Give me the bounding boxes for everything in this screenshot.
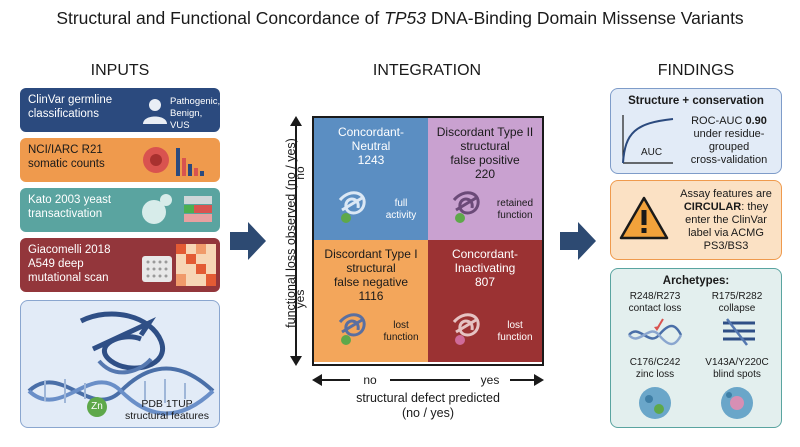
x-axis-label: structural defect predicted(no / yes): [356, 391, 500, 420]
arrow-inputs-to-integration: [230, 222, 266, 260]
tumor-cell-and-bars-icon: [143, 147, 204, 176]
y-axis-no: no: [293, 166, 307, 180]
x-axis-yes: yes: [470, 373, 510, 387]
collapsed-protein-icon: [723, 318, 755, 346]
person-icon: [143, 99, 167, 124]
figure-title: Structural and Functional Concordance of…: [56, 8, 744, 28]
y-axis-arrow: [290, 116, 302, 366]
blind-spot-icon: [721, 387, 753, 419]
inputs-heading: INPUTS: [90, 62, 150, 79]
zinc-site-icon: [639, 387, 671, 419]
y-axis-yes: yes: [293, 289, 307, 309]
integration-heading: INTEGRATION: [372, 62, 482, 79]
findings-heading: FINDINGS: [657, 62, 735, 79]
warning-triangle-icon: [619, 196, 669, 240]
folded-protein-icon: [338, 313, 366, 345]
folded-protein-icon: [338, 191, 366, 223]
x-axis-no: no: [350, 373, 390, 387]
y-axis-label: functional loss observed (no / yes): [284, 138, 298, 328]
roc-curve-icon: [622, 115, 674, 164]
folded-protein-icon: [452, 191, 480, 223]
dms-heatmap-icon: [142, 244, 216, 286]
yeast-and-heatmap-icon: [142, 194, 212, 224]
arrow-integration-to-findings: [560, 222, 596, 260]
roc-finding-card: Structure + conservation AUC ROC-AUC 0.9…: [610, 88, 782, 174]
zinc-ion: Zn: [87, 397, 107, 417]
unfolded-protein-icon: [452, 313, 480, 345]
dna-protein-structure-icon: [27, 311, 215, 416]
dna-contact-icon: [628, 318, 683, 346]
